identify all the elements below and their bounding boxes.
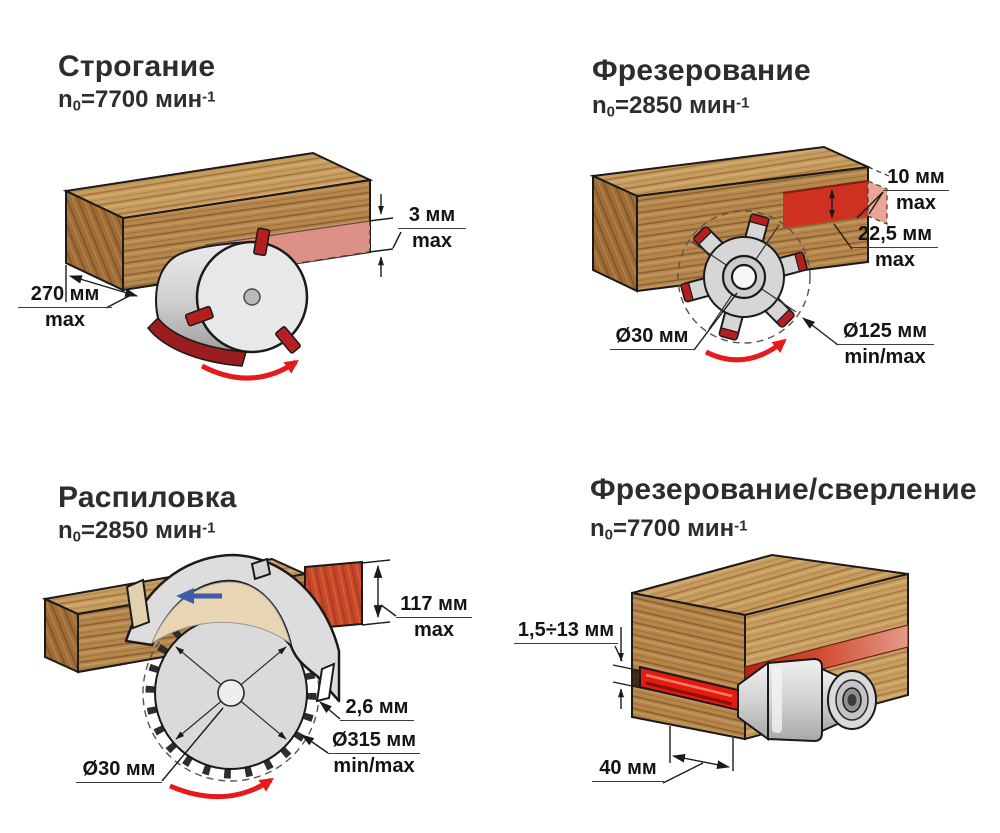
dim-qualifier: min/max bbox=[844, 346, 926, 369]
speed-sup: -1 bbox=[202, 519, 216, 537]
dim-value: 270 мм bbox=[18, 283, 112, 309]
quadrant-title: Распиловка bbox=[58, 481, 237, 514]
dim-value: Ø125 мм bbox=[836, 320, 934, 346]
speed-sup: -1 bbox=[734, 517, 748, 535]
guard-tab bbox=[250, 557, 272, 581]
dim-value: 117 мм bbox=[396, 593, 472, 619]
quadrant-title: Фрезерование bbox=[592, 54, 811, 87]
cutter-head bbox=[677, 210, 811, 344]
speed-var: n bbox=[592, 92, 607, 119]
dimension-lines bbox=[65, 194, 402, 309]
dim-cutter-diameter: Ø125 мм min/max bbox=[836, 320, 934, 369]
speed-sub: 0 bbox=[72, 97, 82, 115]
rotation-arrow-icon bbox=[200, 359, 299, 381]
dim-bore-diameter: Ø30 мм bbox=[610, 325, 694, 351]
dim-qualifier: max bbox=[895, 192, 937, 215]
dim-qualifier: max bbox=[874, 249, 916, 272]
dim-qualifier: min/max bbox=[333, 755, 415, 778]
guard-fin bbox=[125, 578, 151, 630]
dim-qualifier: max bbox=[413, 619, 455, 642]
dim-qualifier bbox=[592, 782, 664, 783]
dimension-lines bbox=[161, 559, 397, 782]
drum-blade-edge bbox=[147, 316, 247, 367]
blade-guard bbox=[124, 553, 341, 703]
speed-sub: 0 bbox=[604, 526, 614, 544]
spindle-speed: n0=7700 мин-1 bbox=[58, 86, 216, 115]
dim-value: 22,5 мм bbox=[852, 223, 938, 249]
dimension-lines bbox=[693, 189, 884, 351]
speed-sub: 0 bbox=[606, 103, 616, 121]
dim-blade-diameter: Ø315 мм min/max bbox=[328, 729, 420, 778]
dim-value: 40 мм bbox=[592, 757, 664, 783]
speed-var: n bbox=[590, 515, 605, 542]
dim-qualifier bbox=[514, 644, 618, 645]
dim-groove-width: 22,5 мм max bbox=[852, 223, 938, 272]
dim-qualifier: max bbox=[411, 230, 453, 253]
dim-cut-length: 270 мм max bbox=[18, 283, 112, 332]
dim-groove-depth: 10 мм max bbox=[883, 166, 949, 215]
quadrant-title: Строгание bbox=[58, 50, 216, 83]
dim-qualifier bbox=[76, 783, 162, 784]
dim-value: Ø30 мм bbox=[610, 325, 694, 351]
riving-slit bbox=[315, 662, 336, 703]
milled-groove bbox=[783, 181, 868, 228]
dim-slot-range: 1,5÷13 мм bbox=[514, 619, 618, 645]
dim-bore-diameter: Ø30 мм bbox=[76, 758, 162, 784]
speed-sub: 0 bbox=[72, 528, 82, 546]
sawing-illustration bbox=[41, 553, 397, 800]
speed-var: n bbox=[58, 517, 73, 544]
quadrant-planing: Строгание n0=7700 мин-1 3 мм max 270 мм … bbox=[0, 0, 500, 416]
dim-value: 1,5÷13 мм bbox=[514, 619, 618, 645]
router-chuck bbox=[737, 657, 877, 743]
milling-illustration bbox=[589, 145, 890, 363]
dim-cut-height: 117 мм max bbox=[396, 593, 472, 642]
quadrant-title: Фрезерование/сверление bbox=[590, 473, 977, 506]
speed-value: =7700 мин bbox=[81, 86, 203, 113]
speed-value: =2850 мин bbox=[81, 517, 203, 544]
dim-value: Ø315 мм bbox=[328, 729, 420, 755]
quadrant-milling-drilling: Фрезерование/сверление n0=7700 мин-1 1,5… bbox=[500, 417, 1000, 833]
rotation-arrow-icon bbox=[169, 777, 274, 800]
dim-value: 3 мм bbox=[398, 204, 466, 230]
spindle-speed: n0=2850 мин-1 bbox=[58, 517, 216, 546]
rotation-arrow-icon bbox=[704, 338, 787, 363]
speed-value: =2850 мин bbox=[615, 92, 737, 119]
dim-cut-depth: 3 мм max bbox=[398, 204, 466, 253]
speed-sup: -1 bbox=[736, 94, 750, 112]
drum-knives bbox=[184, 227, 301, 354]
dim-qualifier: max bbox=[44, 309, 86, 332]
spindle-speed: n0=7700 мин-1 bbox=[590, 515, 748, 544]
dim-qualifier bbox=[610, 350, 694, 351]
quadrant-milling: Фрезерование n0=2850 мин-1 10 мм max 22,… bbox=[500, 0, 1000, 416]
speed-var: n bbox=[58, 86, 73, 113]
quadrant-sawing: Распиловка n0=2850 мин-1 117 мм max 2,6 … bbox=[0, 417, 500, 833]
planer-drum bbox=[147, 227, 309, 367]
speed-sup: -1 bbox=[202, 88, 216, 106]
dim-value: 10 мм bbox=[883, 166, 949, 192]
spindle-speed: n0=2850 мин-1 bbox=[592, 92, 750, 121]
dim-qualifier bbox=[340, 721, 414, 722]
dim-value: 2,6 мм bbox=[340, 696, 414, 722]
dim-kerf-width: 2,6 мм bbox=[340, 696, 414, 722]
dim-slot-depth: 40 мм bbox=[592, 757, 664, 783]
dim-value: Ø30 мм bbox=[76, 758, 162, 784]
dimension-lines bbox=[612, 627, 734, 784]
speed-value: =7700 мин bbox=[613, 515, 735, 542]
feed-arrow-icon bbox=[176, 588, 222, 604]
planing-illustration bbox=[62, 151, 402, 381]
milling-drilling-illustration bbox=[612, 553, 909, 784]
